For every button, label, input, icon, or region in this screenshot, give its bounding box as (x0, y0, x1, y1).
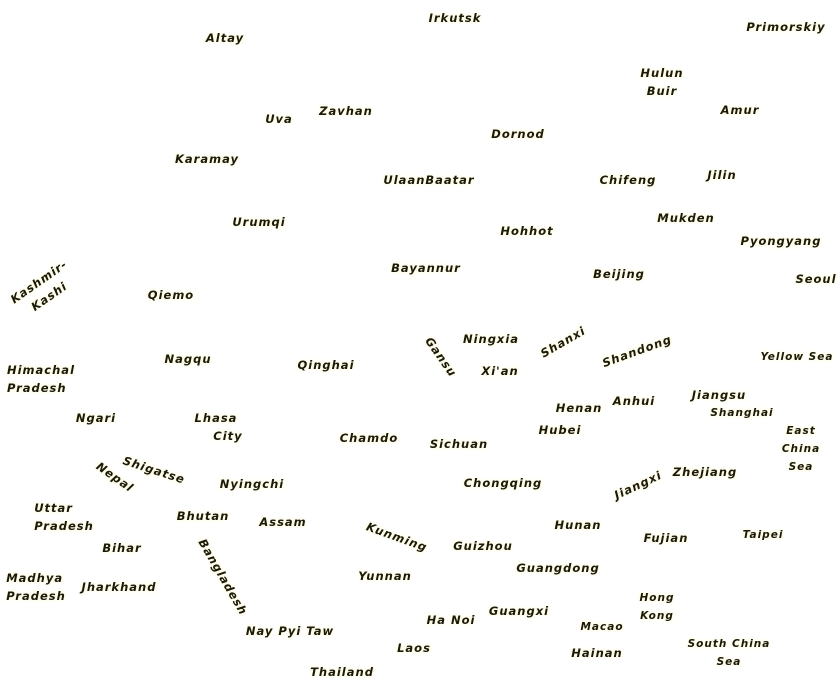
label-hohhot: Hohhot (500, 224, 554, 238)
label-mukden: Mukden (657, 211, 715, 225)
label-guangxi: Guangxi (488, 604, 550, 618)
label-altay: Altay (205, 31, 245, 45)
label-nay-pyi-taw: Nay Pyi Taw (245, 624, 335, 638)
label-seoul: Seoul (795, 272, 837, 286)
label-jilin: Jilin (707, 168, 737, 182)
label-hunan: Hunan (554, 518, 602, 532)
label-yunnan: Yunnan (358, 569, 412, 583)
label-urumqi: Urumqi (232, 215, 286, 229)
label-line: Pradesh (6, 589, 66, 603)
label-dornod: Dornod (491, 127, 545, 141)
label-shanghai: Shanghai (710, 407, 774, 419)
label-chifeng: Chifeng (599, 173, 657, 187)
label-line: China (781, 443, 821, 455)
label-jiangsu: Jiangsu (691, 388, 747, 402)
label-ngari: Ngari (75, 411, 117, 425)
label-line: Pradesh (34, 519, 94, 533)
label-line: South China (687, 638, 771, 650)
label-chamdo: Chamdo (339, 431, 399, 445)
label-bihar: Bihar (102, 541, 142, 555)
label-thailand: Thailand (310, 665, 374, 679)
label-ha-noi: Ha Noi (426, 613, 476, 627)
label-line: Kong (640, 610, 674, 622)
label-ningxia: Ningxia (462, 332, 520, 346)
label-line: East (786, 425, 816, 437)
label-line: Pradesh (6, 381, 67, 395)
label-zavhan: Zavhan (319, 104, 373, 118)
label-ulaanbaatar: UlaanBaatar (383, 173, 475, 187)
label-primorskiy: Primorskiy (746, 20, 826, 34)
label-chongqing: Chongqing (463, 476, 543, 490)
label-line: Lhasa (194, 411, 238, 425)
label-line: Madhya (6, 571, 64, 585)
label-qiemo: Qiemo (147, 288, 195, 302)
label-jharkhand: Jharkhand (81, 580, 157, 594)
label-fujian: Fujian (643, 531, 689, 545)
label-anhui: Anhui (612, 394, 656, 408)
label-line: Sea (716, 656, 742, 668)
label-bangladesh: Bangladesh (195, 536, 251, 618)
label-xian: Xi'an (481, 364, 519, 378)
label-beijing: Beijing (593, 267, 645, 281)
label-taipei: Taipei (742, 529, 784, 541)
label-qinghai: Qinghai (297, 358, 355, 372)
label-zhejiang: Zhejiang (672, 465, 738, 479)
label-yellow-sea: Yellow Sea (760, 351, 834, 363)
label-assam: Assam (259, 515, 307, 529)
label-jiangxi: Jiangxi (612, 467, 664, 503)
label-irkutsk: Irkutsk (428, 11, 482, 25)
label-kashmir-kashi: Kashmir-Kashi (7, 255, 82, 322)
label-hubei: Hubei (538, 423, 582, 437)
label-shandong: Shandong (600, 331, 674, 371)
label-line: Buir (646, 84, 678, 98)
label-macao: Macao (580, 621, 624, 633)
label-karamay: Karamay (175, 152, 239, 166)
label-shanxi: Shanxi (537, 323, 589, 361)
label-line: Hong (639, 592, 675, 604)
label-line: Uttar (34, 501, 73, 515)
label-gansu: Gansu (422, 334, 460, 380)
label-hainan: Hainan (571, 646, 623, 660)
label-henan: Henan (555, 401, 603, 415)
label-uva: Uva (265, 112, 293, 126)
label-sichuan: Sichuan (429, 437, 489, 451)
label-bhutan: Bhutan (176, 509, 230, 523)
label-nagqu: Nagqu (164, 352, 212, 366)
label-laos: Laos (397, 641, 431, 655)
label-line: Himachal (6, 363, 76, 377)
label-kunming: Kunming (364, 519, 430, 555)
label-line: City (213, 429, 243, 443)
label-line: Sea (788, 461, 814, 473)
label-guizhou: Guizhou (453, 539, 513, 553)
label-bayannur: Bayannur (391, 261, 461, 275)
label-pyongyang: Pyongyang (740, 234, 822, 248)
label-guangdong: Guangdong (516, 561, 600, 575)
label-amur: Amur (720, 103, 760, 117)
label-line: Hulun (640, 66, 684, 80)
label-nyingchi: Nyingchi (219, 477, 285, 491)
